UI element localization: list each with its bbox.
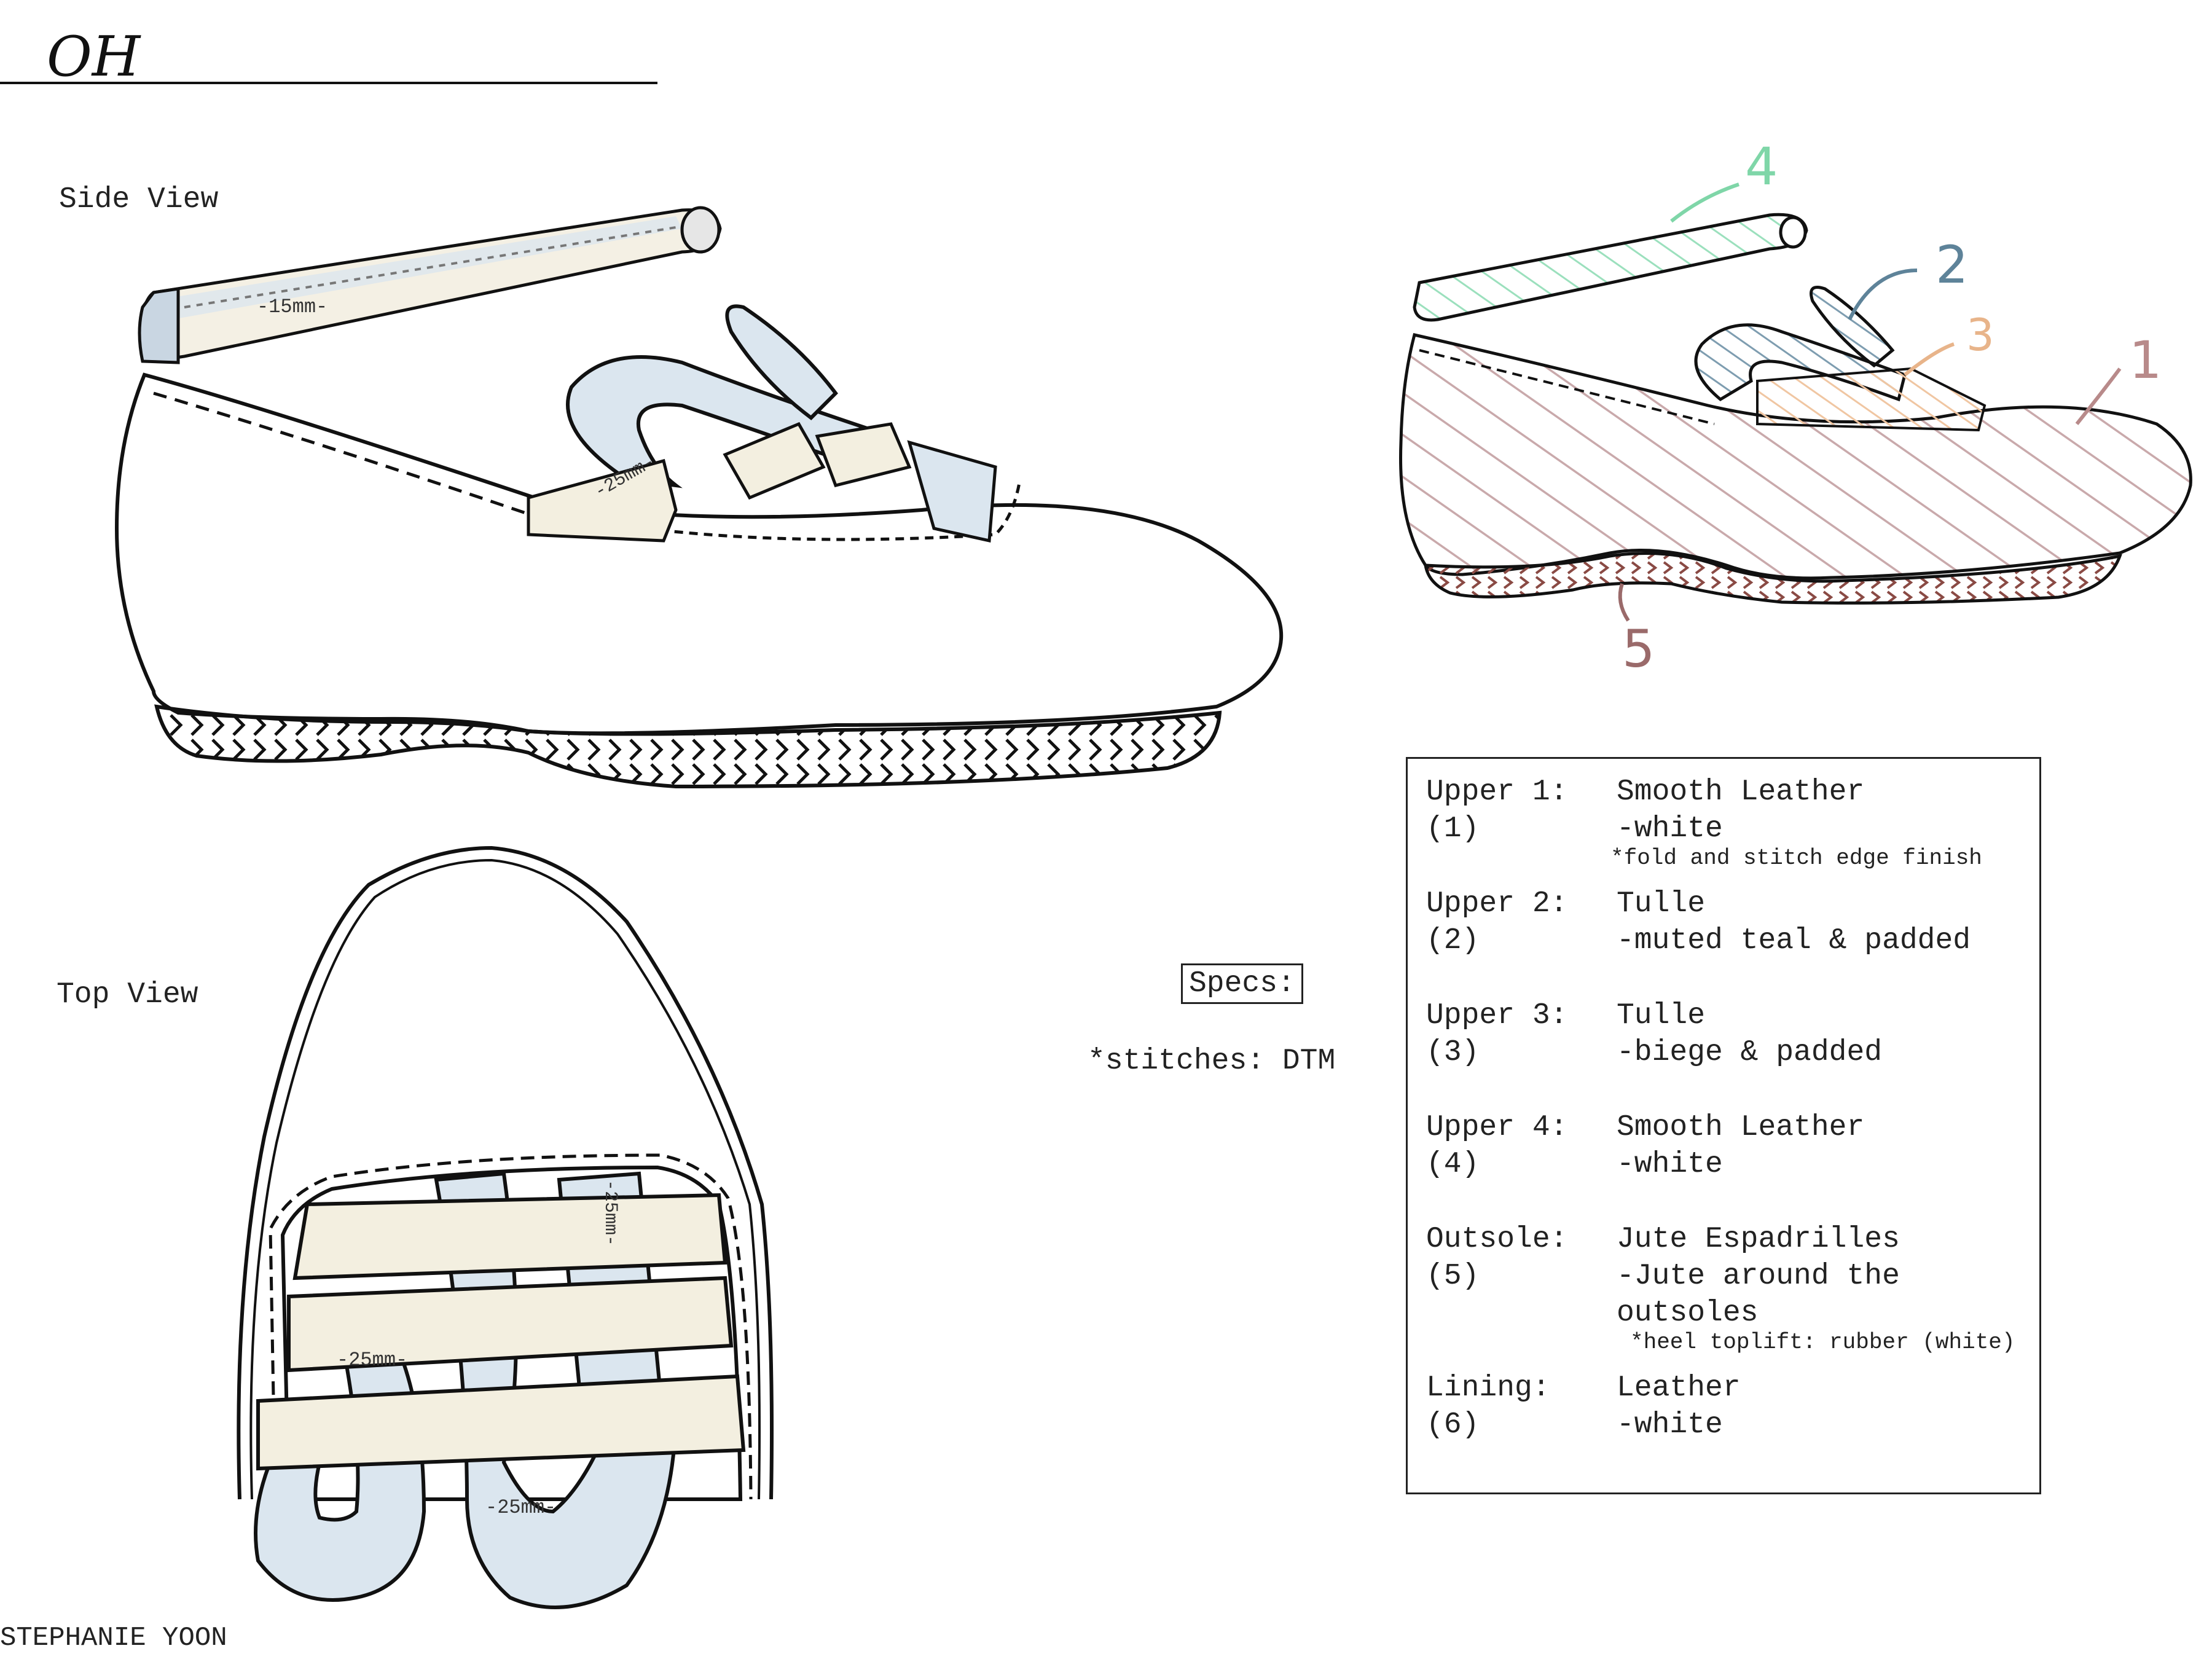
material-spec-box: Upper 1: Smooth Leather (1) -white *fold a… xyxy=(1406,757,2041,1494)
strap-stitch-line xyxy=(184,226,677,308)
side-view-label: Side View xyxy=(59,183,219,216)
spec-material: Smooth Leather xyxy=(1617,1111,1865,1144)
spec-key: Lining: xyxy=(1426,1371,1550,1405)
spec-detail: -white xyxy=(1617,1148,1723,1181)
spec-number: (4) xyxy=(1426,1148,1480,1181)
callout-4: 4 xyxy=(1745,136,1778,197)
spec-detail: -white xyxy=(1617,1408,1723,1441)
spec-entry-upper-4: Upper 4: Smooth Leather (4) -white xyxy=(1426,1109,2041,1183)
title-underline xyxy=(0,82,657,84)
key-strap-tip xyxy=(1779,216,1807,249)
spec-entry-upper-3: Upper 3: Tulle (3) -biege & padded xyxy=(1426,997,2041,1071)
spec-number: (6) xyxy=(1426,1408,1480,1441)
specs-heading: Specs: xyxy=(1181,963,1303,1004)
spec-key: Upper 2: xyxy=(1426,887,1568,920)
key-jute-outsole xyxy=(1424,552,2122,605)
side-cross-band-3 xyxy=(907,440,997,543)
spec-number: (5) xyxy=(1426,1260,1480,1293)
strap-buckle-end xyxy=(138,287,180,364)
top-band-upper xyxy=(292,1193,728,1281)
key-collar-stitch xyxy=(1419,349,1715,425)
key-strap xyxy=(1413,213,1808,322)
top-band-b-label: -25mm- xyxy=(485,1496,556,1519)
callout-2: 2 xyxy=(1936,235,1968,295)
key-beige-bands xyxy=(1756,367,1986,432)
callout-5: 5 xyxy=(1622,619,1655,679)
strap-width-label: -15mm- xyxy=(257,296,327,318)
side-loop-band xyxy=(566,355,875,488)
designer-name: STEPHANIE YOON xyxy=(0,1623,227,1653)
spec-entry-outsole: Outsole: Jute Espadrilles (5) -Jute around… xyxy=(1426,1221,2041,1355)
color-key-sketch xyxy=(1399,213,2192,605)
spec-material: Smooth Leather xyxy=(1617,775,1865,809)
top-view-label: Top View xyxy=(57,978,198,1011)
spec-entry-upper-2: Upper 2: Tulle (2) -muted teal & padded xyxy=(1426,885,2041,959)
strap-shading xyxy=(165,216,682,320)
stitch-note: *stitches: DTM xyxy=(1088,1045,1336,1078)
top-band-middle xyxy=(287,1276,734,1373)
spec-number: (3) xyxy=(1426,1036,1480,1069)
sheet-title: OH xyxy=(47,25,141,89)
callout-1: 1 xyxy=(2129,330,2162,390)
spec-detail: -biege & padded xyxy=(1617,1036,1883,1069)
top-inner-outline xyxy=(249,858,761,1500)
top-band-lower xyxy=(256,1374,746,1471)
side-jute-outsole xyxy=(154,704,1222,789)
spec-material: Leather xyxy=(1617,1371,1741,1405)
callout-3: 3 xyxy=(1966,309,1994,361)
top-band-a-label: -25mm- xyxy=(337,1349,407,1371)
spec-key: Upper 3: xyxy=(1426,999,1568,1032)
strap-tip xyxy=(680,206,721,254)
side-cross-band-2 xyxy=(815,422,912,487)
spec-material: Tulle xyxy=(1617,999,1706,1032)
side-shoe-body xyxy=(114,372,1284,735)
spec-entry-upper-1: Upper 1: Smooth Leather (1) -white *fold a… xyxy=(1426,774,2041,871)
top-outer-outline xyxy=(237,845,774,1500)
spec-detail: -Jute around the xyxy=(1617,1260,1900,1293)
spec-entry-lining: Lining: Leather (6) -white xyxy=(1426,1370,2041,1443)
spec-detail: -muted teal & padded xyxy=(1617,924,1971,957)
spec-number: (1) xyxy=(1426,812,1480,845)
side-collar-stitch xyxy=(153,391,535,518)
spec-note: *fold and stitch edge finish xyxy=(1610,845,1982,871)
callout-leaders xyxy=(1618,182,2122,622)
top-band-c-label: -25mm- xyxy=(600,1180,621,1246)
spec-number: (2) xyxy=(1426,924,1480,957)
spec-note: *heel toplift: rubber (white) xyxy=(1630,1330,2015,1355)
side-tongue-band xyxy=(725,304,838,420)
spec-detail: -white xyxy=(1617,812,1723,845)
key-tongue-band xyxy=(1810,286,1895,368)
spec-key: Upper 1: xyxy=(1426,775,1568,809)
spec-detail-continued: outsoles xyxy=(1617,1296,1759,1330)
top-view-sketch xyxy=(237,845,774,1609)
side-low-band xyxy=(527,458,678,543)
side-view-sketch xyxy=(114,206,1284,789)
key-shoe-body xyxy=(1399,333,2192,580)
spec-key: Outsole: xyxy=(1426,1223,1568,1256)
spec-material: Tulle xyxy=(1617,887,1706,920)
spec-key: Upper 4: xyxy=(1426,1111,1568,1144)
side-cross-band-1 xyxy=(723,422,826,500)
spec-material: Jute Espadrilles xyxy=(1617,1223,1900,1256)
